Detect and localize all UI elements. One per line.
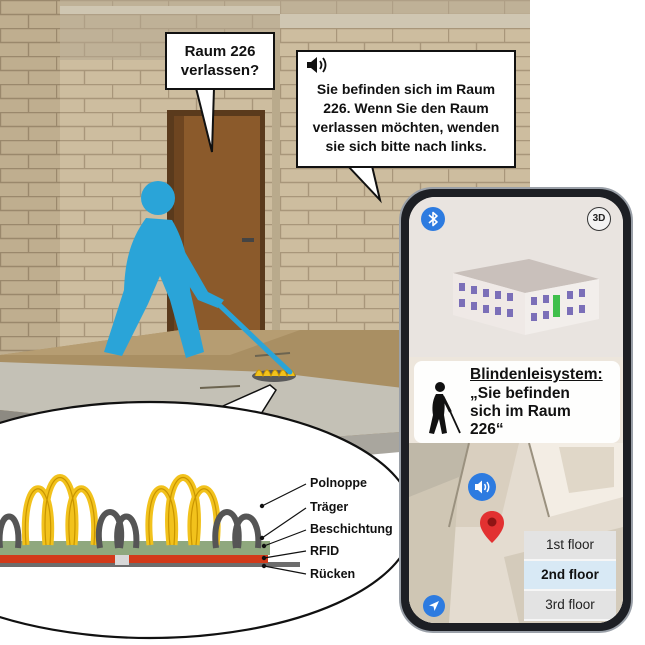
system-answer-line4: sie sich bitte nach links. (325, 138, 487, 154)
floor-item-3[interactable]: 3rd floor (524, 591, 616, 621)
3d-view-icon: 3D (592, 213, 606, 224)
system-answer-line1: Sie befinden sich im Raum (316, 81, 496, 97)
blind-person-icon (429, 382, 461, 434)
bluetooth-icon (428, 211, 438, 227)
system-speech-bubble: Sie befinden sich im Raum 226. Wenn Sie … (296, 50, 516, 168)
floor-item-1[interactable]: 1st floor (524, 531, 616, 561)
layer-label-rfid: RFID (310, 544, 340, 558)
info-message-line2: sich im Raum (470, 403, 571, 420)
cane-groove (199, 385, 241, 389)
backing-layer (0, 562, 300, 567)
user-speech-bubble: Raum 226 verlassen? (165, 32, 275, 90)
left-wall-top (60, 6, 280, 14)
carpet-cross-section (0, 474, 300, 567)
floor-far (0, 330, 300, 355)
speaker-icon (307, 57, 327, 73)
right-wall-top (280, 14, 530, 28)
user-question-line2: verlassen? (180, 62, 260, 79)
info-message-line1: „Sie befinden (470, 385, 570, 402)
bluetooth-button[interactable] (421, 207, 445, 231)
floor-carpet-marker (252, 369, 296, 382)
layer-leader-lines (261, 483, 307, 575)
info-message-line3: 226“ (470, 421, 504, 438)
layer-label-beschichtung: Beschichtung (310, 522, 393, 536)
door-handle (242, 238, 254, 242)
app-screen: 3D Blindenleisystem: „Sie befinden sich … (409, 197, 623, 623)
blind-person-figure (104, 181, 224, 358)
location-pin-icon (480, 511, 504, 543)
info-card: Blindenleisystem: „Sie befinden sich im … (414, 361, 620, 443)
floor-selector: 1st floor 2nd floor 3rd floor (524, 531, 616, 621)
wall-corner (272, 40, 280, 340)
rfid-chip (115, 555, 129, 565)
layer-label-polnoppe: Polnoppe (310, 476, 367, 490)
layer-label-ruecken: Rücken (310, 567, 356, 581)
audio-button[interactable] (468, 473, 496, 501)
door-shade (174, 116, 184, 340)
building-model (453, 259, 599, 335)
layer-label-traeger: Träger (310, 500, 349, 514)
system-answer-line2: 226. Wenn Sie den Raum (323, 100, 489, 116)
carrier-loops (0, 509, 262, 549)
white-cane (207, 293, 293, 375)
speaker-icon (475, 480, 490, 494)
info-title: Blindenleisystem: (470, 366, 603, 383)
floor-item-2[interactable]: 2nd floor (524, 561, 616, 591)
user-question-line1: Raum 226 (184, 43, 256, 60)
rfid-layer (0, 555, 268, 563)
left-wall (0, 0, 60, 395)
pile-loops-outline (24, 476, 218, 546)
layer-leader-dots (259, 503, 267, 569)
system-answer-line3: verlassen möchten, wenden (312, 119, 500, 135)
navigation-arrow-icon (429, 601, 439, 611)
navigation-button[interactable] (423, 595, 445, 617)
3d-view-button[interactable]: 3D (587, 207, 611, 231)
info-message: „Sie befinden sich im Raum 226“ (470, 385, 618, 439)
